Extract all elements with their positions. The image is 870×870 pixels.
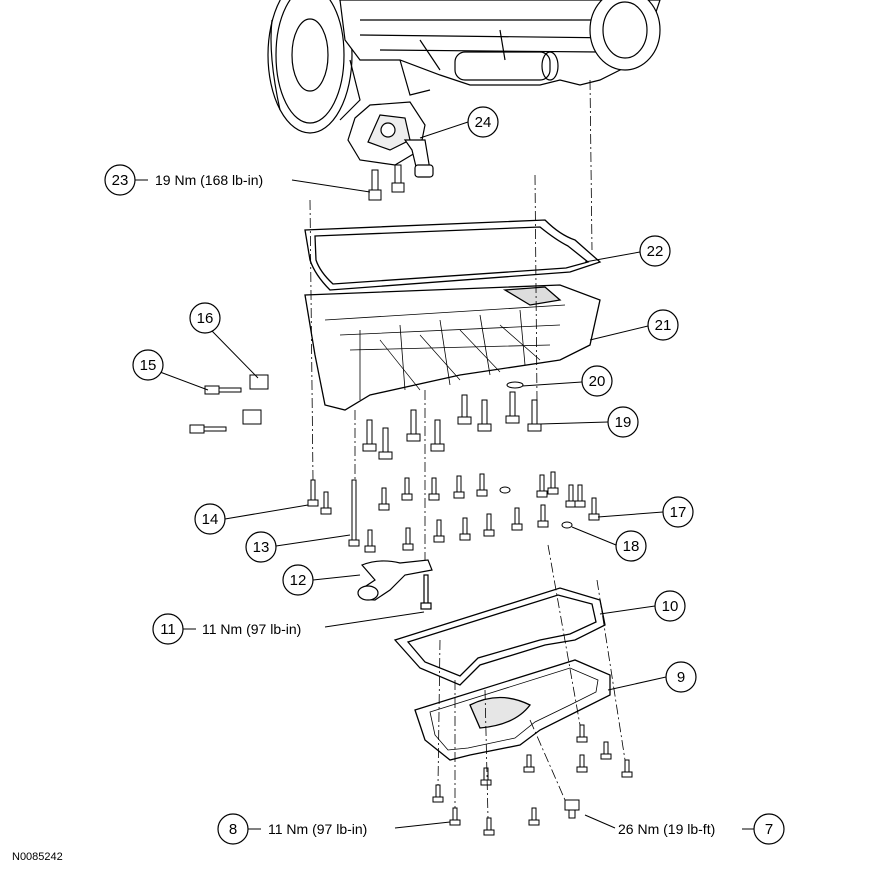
callout-number: 9 [677, 669, 685, 686]
callout-14: 14 [194, 503, 309, 535]
callout-22: 22 [584, 235, 671, 267]
torque-spec: 11 Nm (97 lb-in) [202, 621, 301, 637]
callout-number: 12 [290, 572, 307, 589]
callout-number: 15 [140, 357, 157, 374]
callout-number: 19 [615, 414, 632, 431]
callout-number: 23 [112, 172, 129, 189]
callout-24: 24 [419, 106, 499, 139]
callout-10: 10 [599, 590, 686, 622]
callout-number: 13 [253, 539, 270, 556]
lower-pan-bolts [432, 724, 633, 836]
lower-oil-pan [414, 659, 611, 761]
callout-19: 19 [539, 406, 639, 438]
callout-7: 26 Nm (19 lb-ft) 7 [584, 813, 785, 845]
torque-spec: 19 Nm (168 lb-in) [155, 172, 263, 188]
upper-oil-pan [304, 284, 601, 411]
callout-number: 16 [197, 310, 214, 327]
callout-number: 7 [765, 821, 773, 838]
callout-18: 18 [571, 526, 647, 562]
callout-21: 21 [589, 309, 679, 341]
alignment-lines [309, 79, 626, 819]
engine-assembly [267, 0, 661, 134]
callout-number: 18 [623, 538, 640, 555]
pump-bolts [368, 164, 405, 201]
callout-number: 21 [655, 317, 672, 334]
upper-pan-bolts [362, 381, 542, 460]
callout-12: 12 [282, 564, 361, 596]
callout-number: 20 [589, 373, 606, 390]
lower-oil-pan-gasket [393, 587, 606, 686]
torque-spec: 26 Nm (19 lb-ft) [618, 821, 715, 837]
callout-13: 13 [245, 531, 351, 563]
callout-17: 17 [597, 496, 694, 528]
callout-9: 9 [607, 661, 697, 693]
oil-pump [347, 101, 434, 178]
brackets [189, 374, 269, 434]
oil-pickup-tube [357, 559, 433, 610]
callout-number: 10 [662, 598, 679, 615]
callout-number: 11 [160, 621, 176, 638]
upper-oil-pan-gasket [304, 219, 602, 291]
callout-number: 17 [670, 504, 687, 521]
callout-number: 22 [647, 243, 664, 260]
bolt-field [307, 471, 600, 553]
callout-23: 23 19 Nm (168 lb-in) [104, 164, 371, 196]
callout-15: 15 [132, 349, 209, 391]
callout-8: 8 11 Nm (97 lb-in) [217, 813, 451, 845]
callout-20: 20 [521, 365, 613, 397]
callout-number: 8 [229, 821, 237, 838]
drain-plug [564, 799, 580, 819]
callout-11: 11 11 Nm (97 lb-in) [152, 611, 425, 645]
callout-number: 24 [475, 114, 492, 131]
callout-number: 14 [202, 511, 219, 528]
torque-spec: 11 Nm (97 lb-in) [268, 821, 367, 837]
callout-16: 16 [189, 302, 259, 379]
figure-id: N0085242 [12, 851, 63, 863]
